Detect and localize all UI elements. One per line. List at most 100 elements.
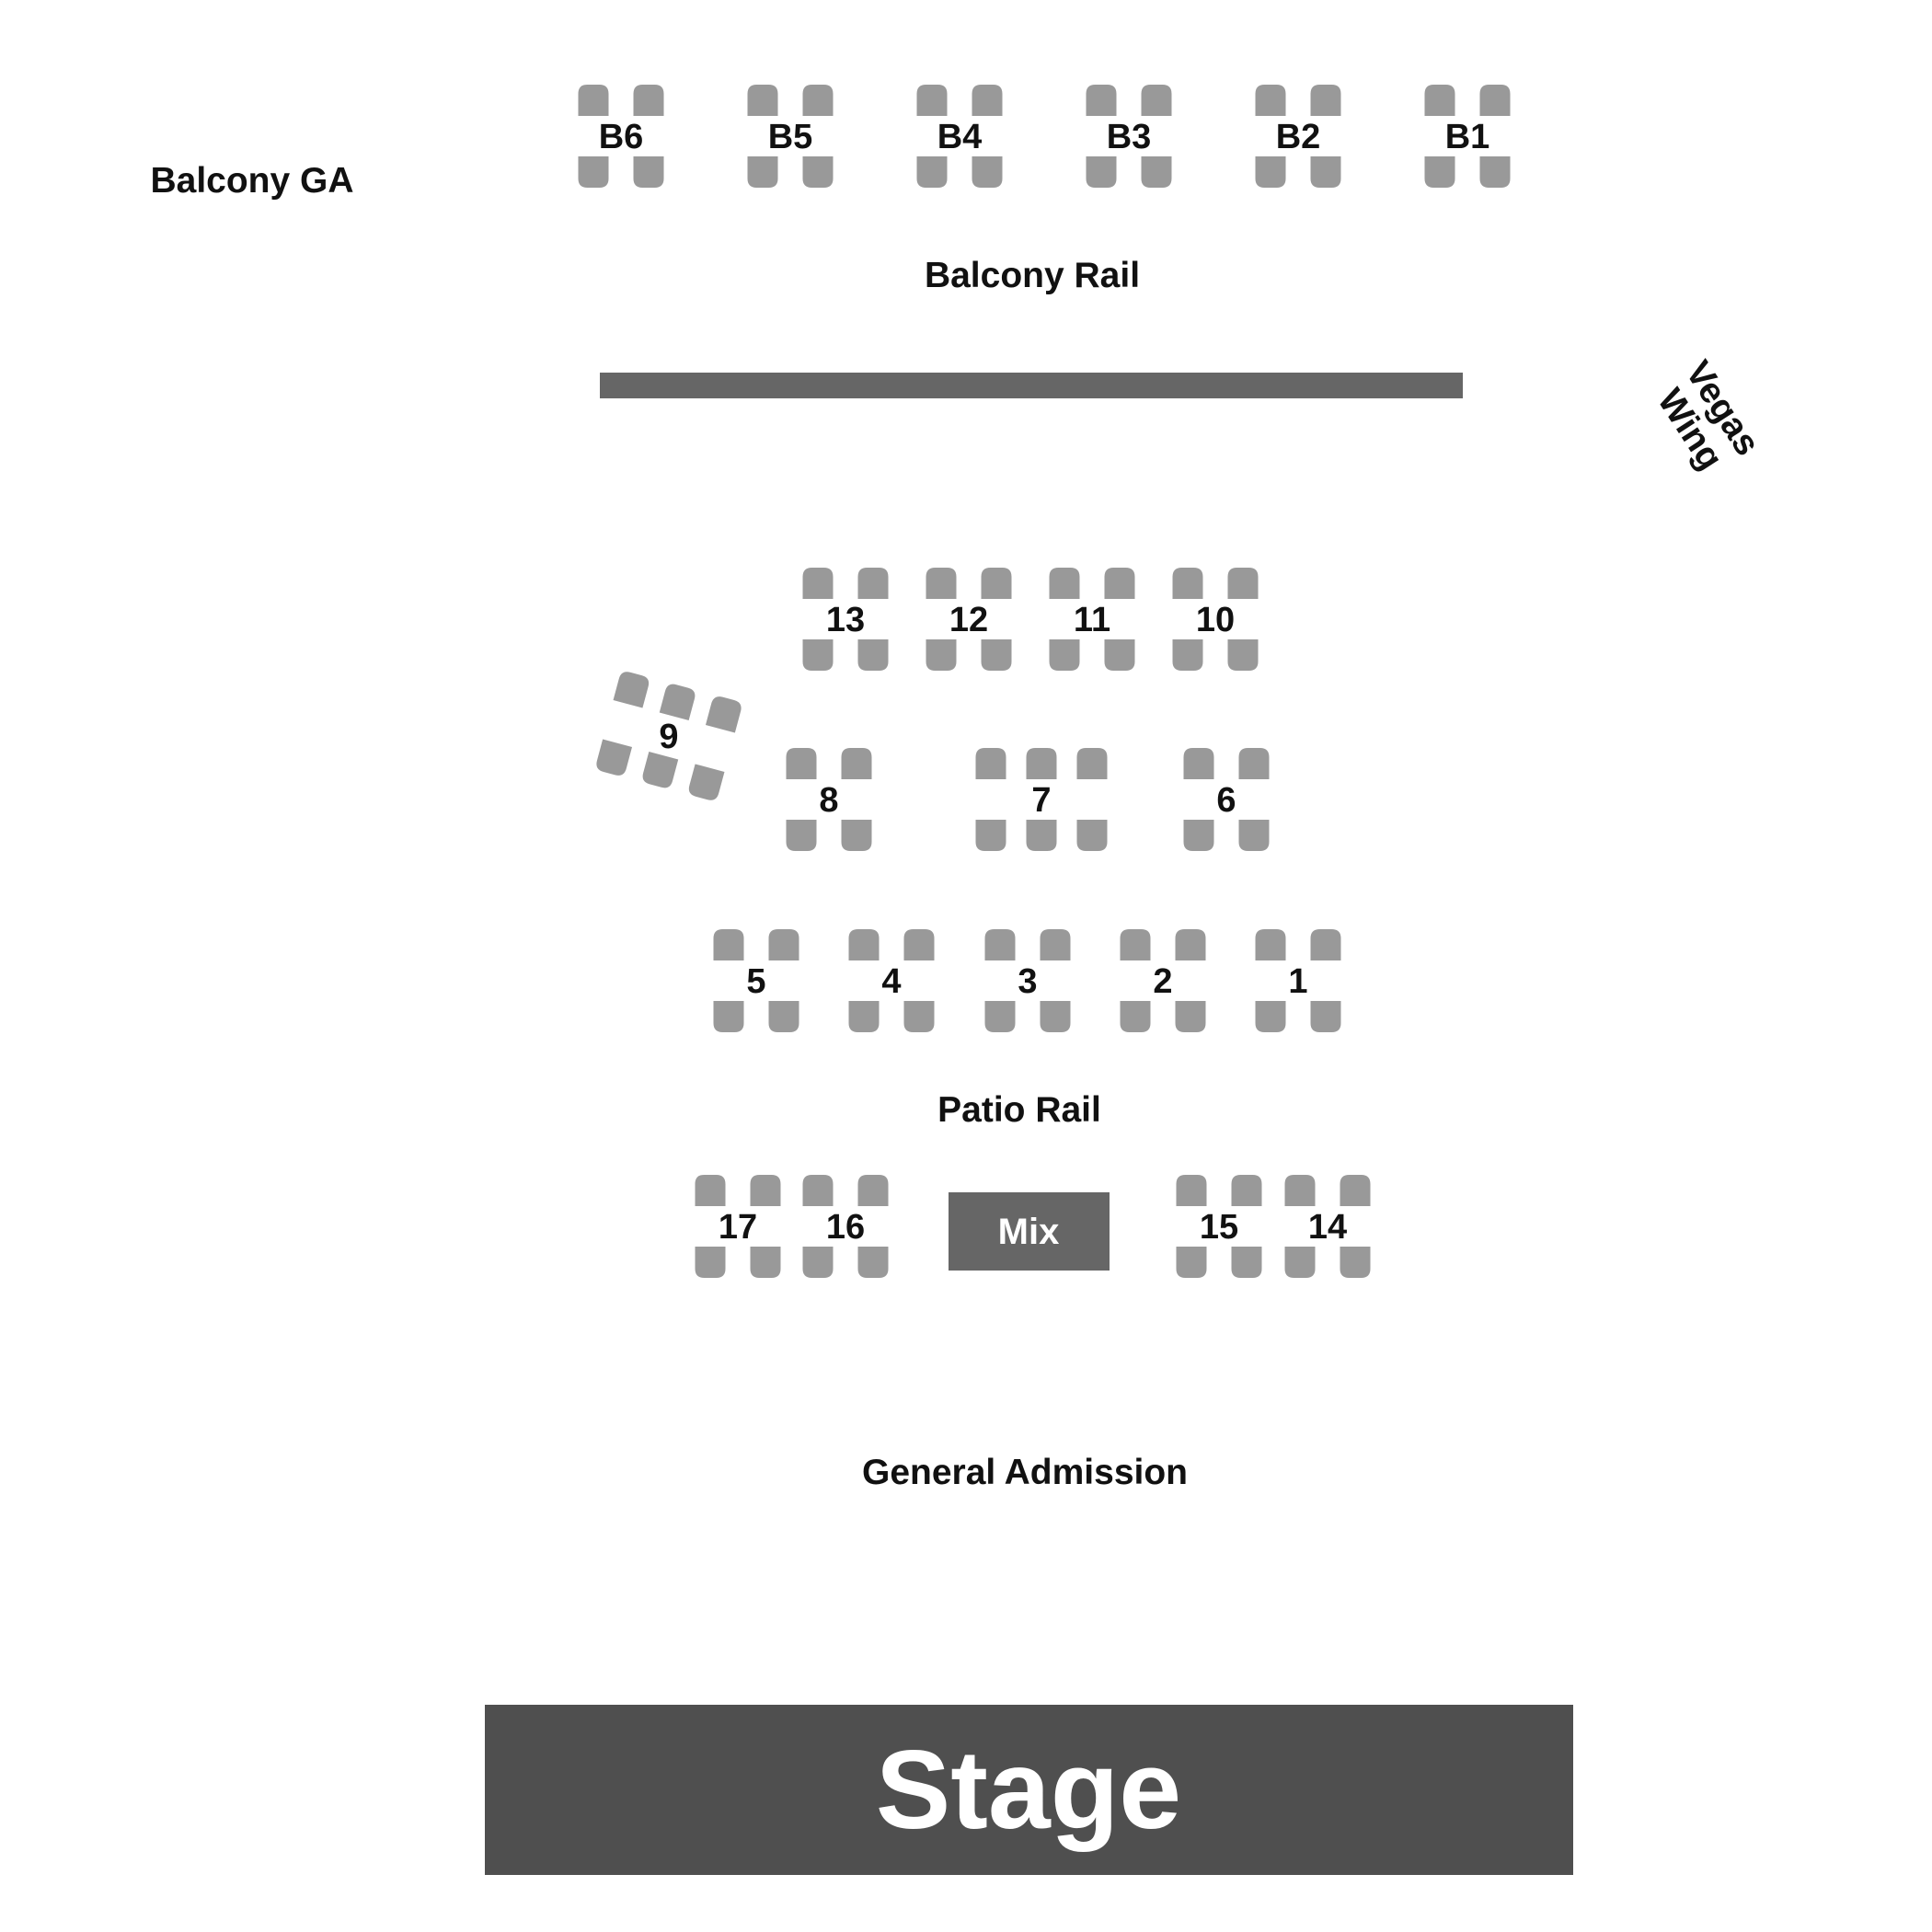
seat[interactable] xyxy=(786,820,817,851)
seat[interactable] xyxy=(1424,156,1455,188)
table-5[interactable]: 5 xyxy=(713,929,799,1032)
table-15[interactable]: 15 xyxy=(1176,1175,1262,1278)
seat[interactable] xyxy=(1176,1247,1207,1278)
seat[interactable] xyxy=(1183,748,1214,779)
seat[interactable] xyxy=(1238,748,1270,779)
seat[interactable] xyxy=(1231,1247,1262,1278)
table-8[interactable]: 8 xyxy=(786,748,872,851)
seat[interactable] xyxy=(1479,85,1511,116)
seat[interactable] xyxy=(1231,1175,1262,1206)
table-7[interactable]: 7 xyxy=(975,748,1108,851)
seat[interactable] xyxy=(972,156,1003,188)
seat[interactable] xyxy=(594,739,633,777)
seat[interactable] xyxy=(1120,929,1151,960)
seat[interactable] xyxy=(802,1175,834,1206)
stage[interactable]: Stage xyxy=(485,1705,1573,1875)
seat[interactable] xyxy=(633,156,664,188)
seat[interactable] xyxy=(802,156,834,188)
table-b4[interactable]: B4 xyxy=(916,85,1003,188)
seat[interactable] xyxy=(857,568,889,599)
seat[interactable] xyxy=(659,683,697,721)
table-b5[interactable]: B5 xyxy=(747,85,834,188)
table-b3[interactable]: B3 xyxy=(1086,85,1172,188)
seat[interactable] xyxy=(1141,85,1172,116)
table-14[interactable]: 14 xyxy=(1284,1175,1371,1278)
seat[interactable] xyxy=(1049,568,1080,599)
table-b1[interactable]: B1 xyxy=(1424,85,1511,188)
seat[interactable] xyxy=(1340,1175,1371,1206)
seat[interactable] xyxy=(848,1001,880,1032)
seat[interactable] xyxy=(984,929,1016,960)
mix-position[interactable]: Mix xyxy=(949,1192,1110,1271)
seat[interactable] xyxy=(916,156,948,188)
seat[interactable] xyxy=(1086,156,1117,188)
seat[interactable] xyxy=(841,748,872,779)
table-16[interactable]: 16 xyxy=(802,1175,889,1278)
seat[interactable] xyxy=(857,639,889,671)
seat[interactable] xyxy=(1255,1001,1286,1032)
seat[interactable] xyxy=(1104,568,1135,599)
seat[interactable] xyxy=(768,929,799,960)
seat[interactable] xyxy=(1040,1001,1071,1032)
seat[interactable] xyxy=(1026,748,1057,779)
table-17[interactable]: 17 xyxy=(695,1175,781,1278)
seat[interactable] xyxy=(802,568,834,599)
table-13[interactable]: 13 xyxy=(802,568,889,671)
seat[interactable] xyxy=(1076,748,1108,779)
seat[interactable] xyxy=(857,1175,889,1206)
seat[interactable] xyxy=(841,820,872,851)
seat[interactable] xyxy=(747,156,778,188)
seat[interactable] xyxy=(1049,639,1080,671)
seat[interactable] xyxy=(1310,85,1341,116)
seat[interactable] xyxy=(1284,1175,1316,1206)
table-b6[interactable]: B6 xyxy=(578,85,664,188)
seat[interactable] xyxy=(1120,1001,1151,1032)
seat[interactable] xyxy=(687,764,725,801)
seat[interactable] xyxy=(1183,820,1214,851)
seat[interactable] xyxy=(633,85,664,116)
seat[interactable] xyxy=(750,1175,781,1206)
table-3[interactable]: 3 xyxy=(984,929,1071,1032)
seat[interactable] xyxy=(1310,929,1341,960)
seat[interactable] xyxy=(695,1175,726,1206)
seat[interactable] xyxy=(1310,1001,1341,1032)
seat[interactable] xyxy=(713,929,744,960)
seat[interactable] xyxy=(1284,1247,1316,1278)
seat[interactable] xyxy=(786,748,817,779)
seat[interactable] xyxy=(972,85,1003,116)
seat[interactable] xyxy=(768,1001,799,1032)
seat[interactable] xyxy=(695,1247,726,1278)
seat[interactable] xyxy=(984,1001,1016,1032)
table-10[interactable]: 10 xyxy=(1172,568,1259,671)
seat[interactable] xyxy=(641,751,679,789)
seat[interactable] xyxy=(857,1247,889,1278)
seat[interactable] xyxy=(1172,639,1203,671)
table-2[interactable]: 2 xyxy=(1120,929,1206,1032)
seat[interactable] xyxy=(1086,85,1117,116)
table-9[interactable]: 9 xyxy=(594,670,742,802)
seat[interactable] xyxy=(750,1247,781,1278)
seat[interactable] xyxy=(1340,1247,1371,1278)
seat[interactable] xyxy=(1175,1001,1206,1032)
seat[interactable] xyxy=(705,695,743,733)
seat[interactable] xyxy=(926,568,957,599)
seat[interactable] xyxy=(802,1247,834,1278)
seat[interactable] xyxy=(848,929,880,960)
seat[interactable] xyxy=(1238,820,1270,851)
seat[interactable] xyxy=(1141,156,1172,188)
seat[interactable] xyxy=(1076,820,1108,851)
seat[interactable] xyxy=(713,1001,744,1032)
seat[interactable] xyxy=(1255,929,1286,960)
seat[interactable] xyxy=(975,748,1006,779)
table-4[interactable]: 4 xyxy=(848,929,935,1032)
seat[interactable] xyxy=(1040,929,1071,960)
seat[interactable] xyxy=(578,156,609,188)
table-11[interactable]: 11 xyxy=(1049,568,1135,671)
seat[interactable] xyxy=(747,85,778,116)
seat[interactable] xyxy=(1310,156,1341,188)
seat[interactable] xyxy=(981,568,1012,599)
table-12[interactable]: 12 xyxy=(926,568,1012,671)
seat[interactable] xyxy=(1104,639,1135,671)
seat[interactable] xyxy=(1255,85,1286,116)
seat[interactable] xyxy=(926,639,957,671)
